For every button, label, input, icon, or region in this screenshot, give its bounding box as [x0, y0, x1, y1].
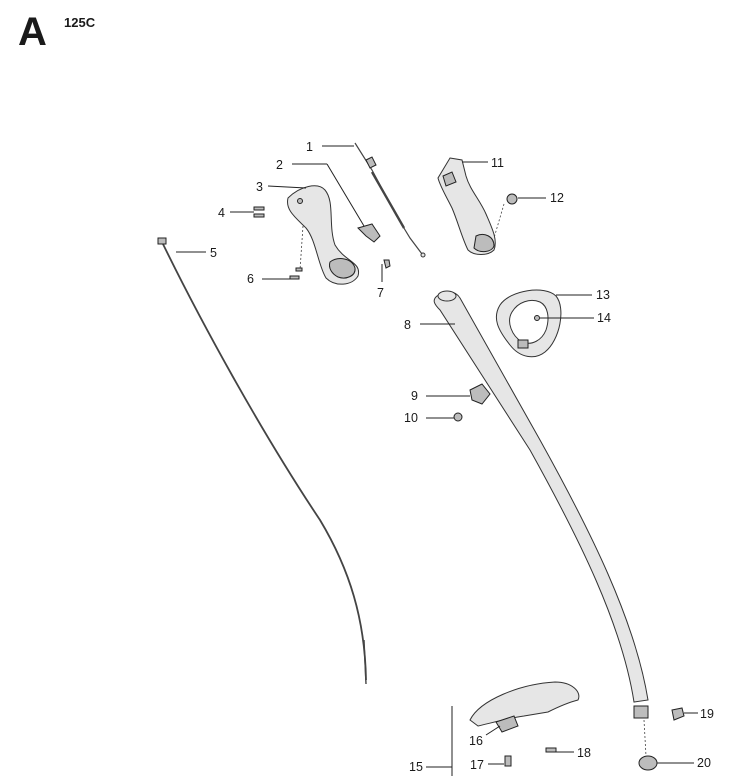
callout-11: 11: [462, 156, 504, 170]
callout-7: 7: [377, 264, 384, 300]
callout-10: 10: [404, 411, 454, 425]
callout-15: 15: [409, 760, 452, 774]
callout-label: 8: [404, 318, 411, 332]
callout-18: 18: [556, 746, 591, 760]
callout-label: 12: [550, 191, 564, 205]
callout-17: 17: [470, 758, 504, 772]
part-throttle-cable: [354, 142, 426, 258]
callout-9: 9: [411, 389, 470, 403]
part-clip-7: [383, 259, 391, 269]
callout-20: 20: [657, 756, 711, 770]
part-drive-shaft: [157, 237, 367, 685]
part-screws-4: [253, 206, 265, 218]
callout-5: 5: [176, 246, 217, 260]
part-clamp-19: [633, 705, 685, 721]
part-throttle-trigger: [357, 223, 381, 243]
part-screws-6: [289, 225, 304, 280]
callout-4: 4: [218, 206, 254, 220]
callout-6: 6: [247, 272, 290, 286]
callout-label: 14: [597, 311, 611, 325]
part-handle-housing: [287, 185, 360, 285]
callout-label: 2: [276, 158, 283, 172]
callout-label: 19: [700, 707, 714, 721]
part-screw-14: [534, 315, 540, 321]
callout-1: 1: [306, 140, 354, 154]
part-nut-10: [453, 412, 463, 422]
sheet-letter: A: [18, 10, 47, 54]
callout-label: 10: [404, 411, 418, 425]
callout-3: 3: [256, 180, 307, 194]
callout-label: 11: [491, 156, 504, 170]
callout-16: 16: [469, 725, 501, 748]
callout-label: 4: [218, 206, 225, 220]
callout-label: 1: [306, 140, 313, 154]
callout-8: 8: [404, 318, 455, 332]
part-shaft-tube: [433, 290, 649, 703]
part-handle-half-11: [437, 157, 496, 255]
callout-2: 2: [276, 158, 365, 227]
callout-12: 12: [518, 191, 564, 205]
callout-label: 3: [256, 180, 263, 194]
callout-label: 18: [577, 746, 591, 760]
callout-13: 13: [556, 288, 610, 302]
model-code: 125C: [64, 15, 96, 30]
callout-label: 13: [596, 288, 610, 302]
callout-label: 7: [377, 286, 384, 300]
callout-19: 19: [684, 707, 714, 721]
callout-label: 6: [247, 272, 254, 286]
callout-label: 9: [411, 389, 418, 403]
callout-label: 16: [469, 734, 483, 748]
part-loop-handle: [495, 289, 562, 358]
callout-14: 14: [540, 311, 611, 325]
callout-label: 5: [210, 246, 217, 260]
part-guard: [469, 681, 580, 733]
callout-label: 15: [409, 760, 423, 774]
part-nut-20: [638, 719, 658, 771]
callout-label: 20: [697, 756, 711, 770]
part-knob-12: [493, 193, 518, 239]
part-clamp-9: [469, 383, 491, 405]
callout-label: 17: [470, 758, 484, 772]
part-screws-17-18: [504, 747, 557, 767]
